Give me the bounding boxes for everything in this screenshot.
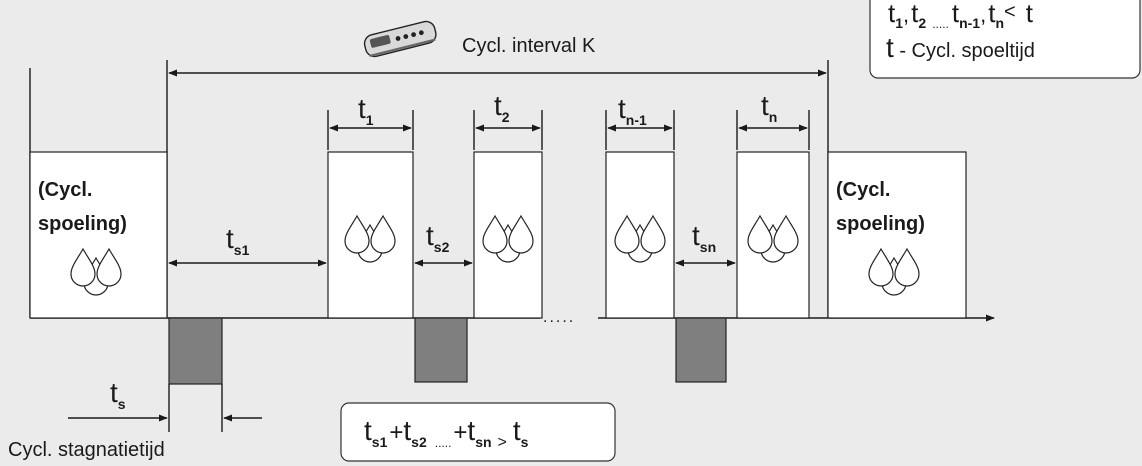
stagnation-symbol: ts xyxy=(110,377,126,412)
formula: ts1+ts2.....+tsn>ts xyxy=(364,415,529,451)
stagnation-block xyxy=(675,317,727,383)
interval-label: Cycl. interval K xyxy=(462,35,596,57)
flush-duration-label-n: tn xyxy=(761,90,777,125)
gap-label-s2: ts2 xyxy=(426,220,450,255)
flush-label-left-line2: spoeling) xyxy=(38,213,127,235)
legend-box: t1,t2.....tn-1,tn<t t - Cycl. spoeltijd xyxy=(869,0,1141,79)
formula-box xyxy=(340,402,616,462)
flush-duration-label-2: t2 xyxy=(494,90,510,125)
flush-duration-label-n-1: tn-1 xyxy=(618,93,647,128)
flush-label-left-line1: (Cycl. xyxy=(38,179,92,201)
legend-condition: t1,t2.....tn-1,tn<t xyxy=(888,0,1034,31)
gap-label-sn: tsn xyxy=(692,220,716,255)
axis-ellipsis: ..... xyxy=(543,309,575,326)
remote-control-icon xyxy=(363,20,437,58)
stagnation-caption: Cycl. stagnatietijd xyxy=(8,439,165,461)
stagnation-block xyxy=(168,317,223,385)
stagnation-block xyxy=(414,317,468,383)
flush-label-right-line2: spoeling) xyxy=(836,213,925,235)
flush-label-right-line1: (Cycl. xyxy=(836,179,890,201)
legend-definition: t - Cycl. spoeltijd xyxy=(886,32,1035,63)
flush-box-1 xyxy=(327,151,414,319)
flush-duration-label-1: t1 xyxy=(358,93,374,128)
gap-label-s1: ts1 xyxy=(226,223,250,258)
